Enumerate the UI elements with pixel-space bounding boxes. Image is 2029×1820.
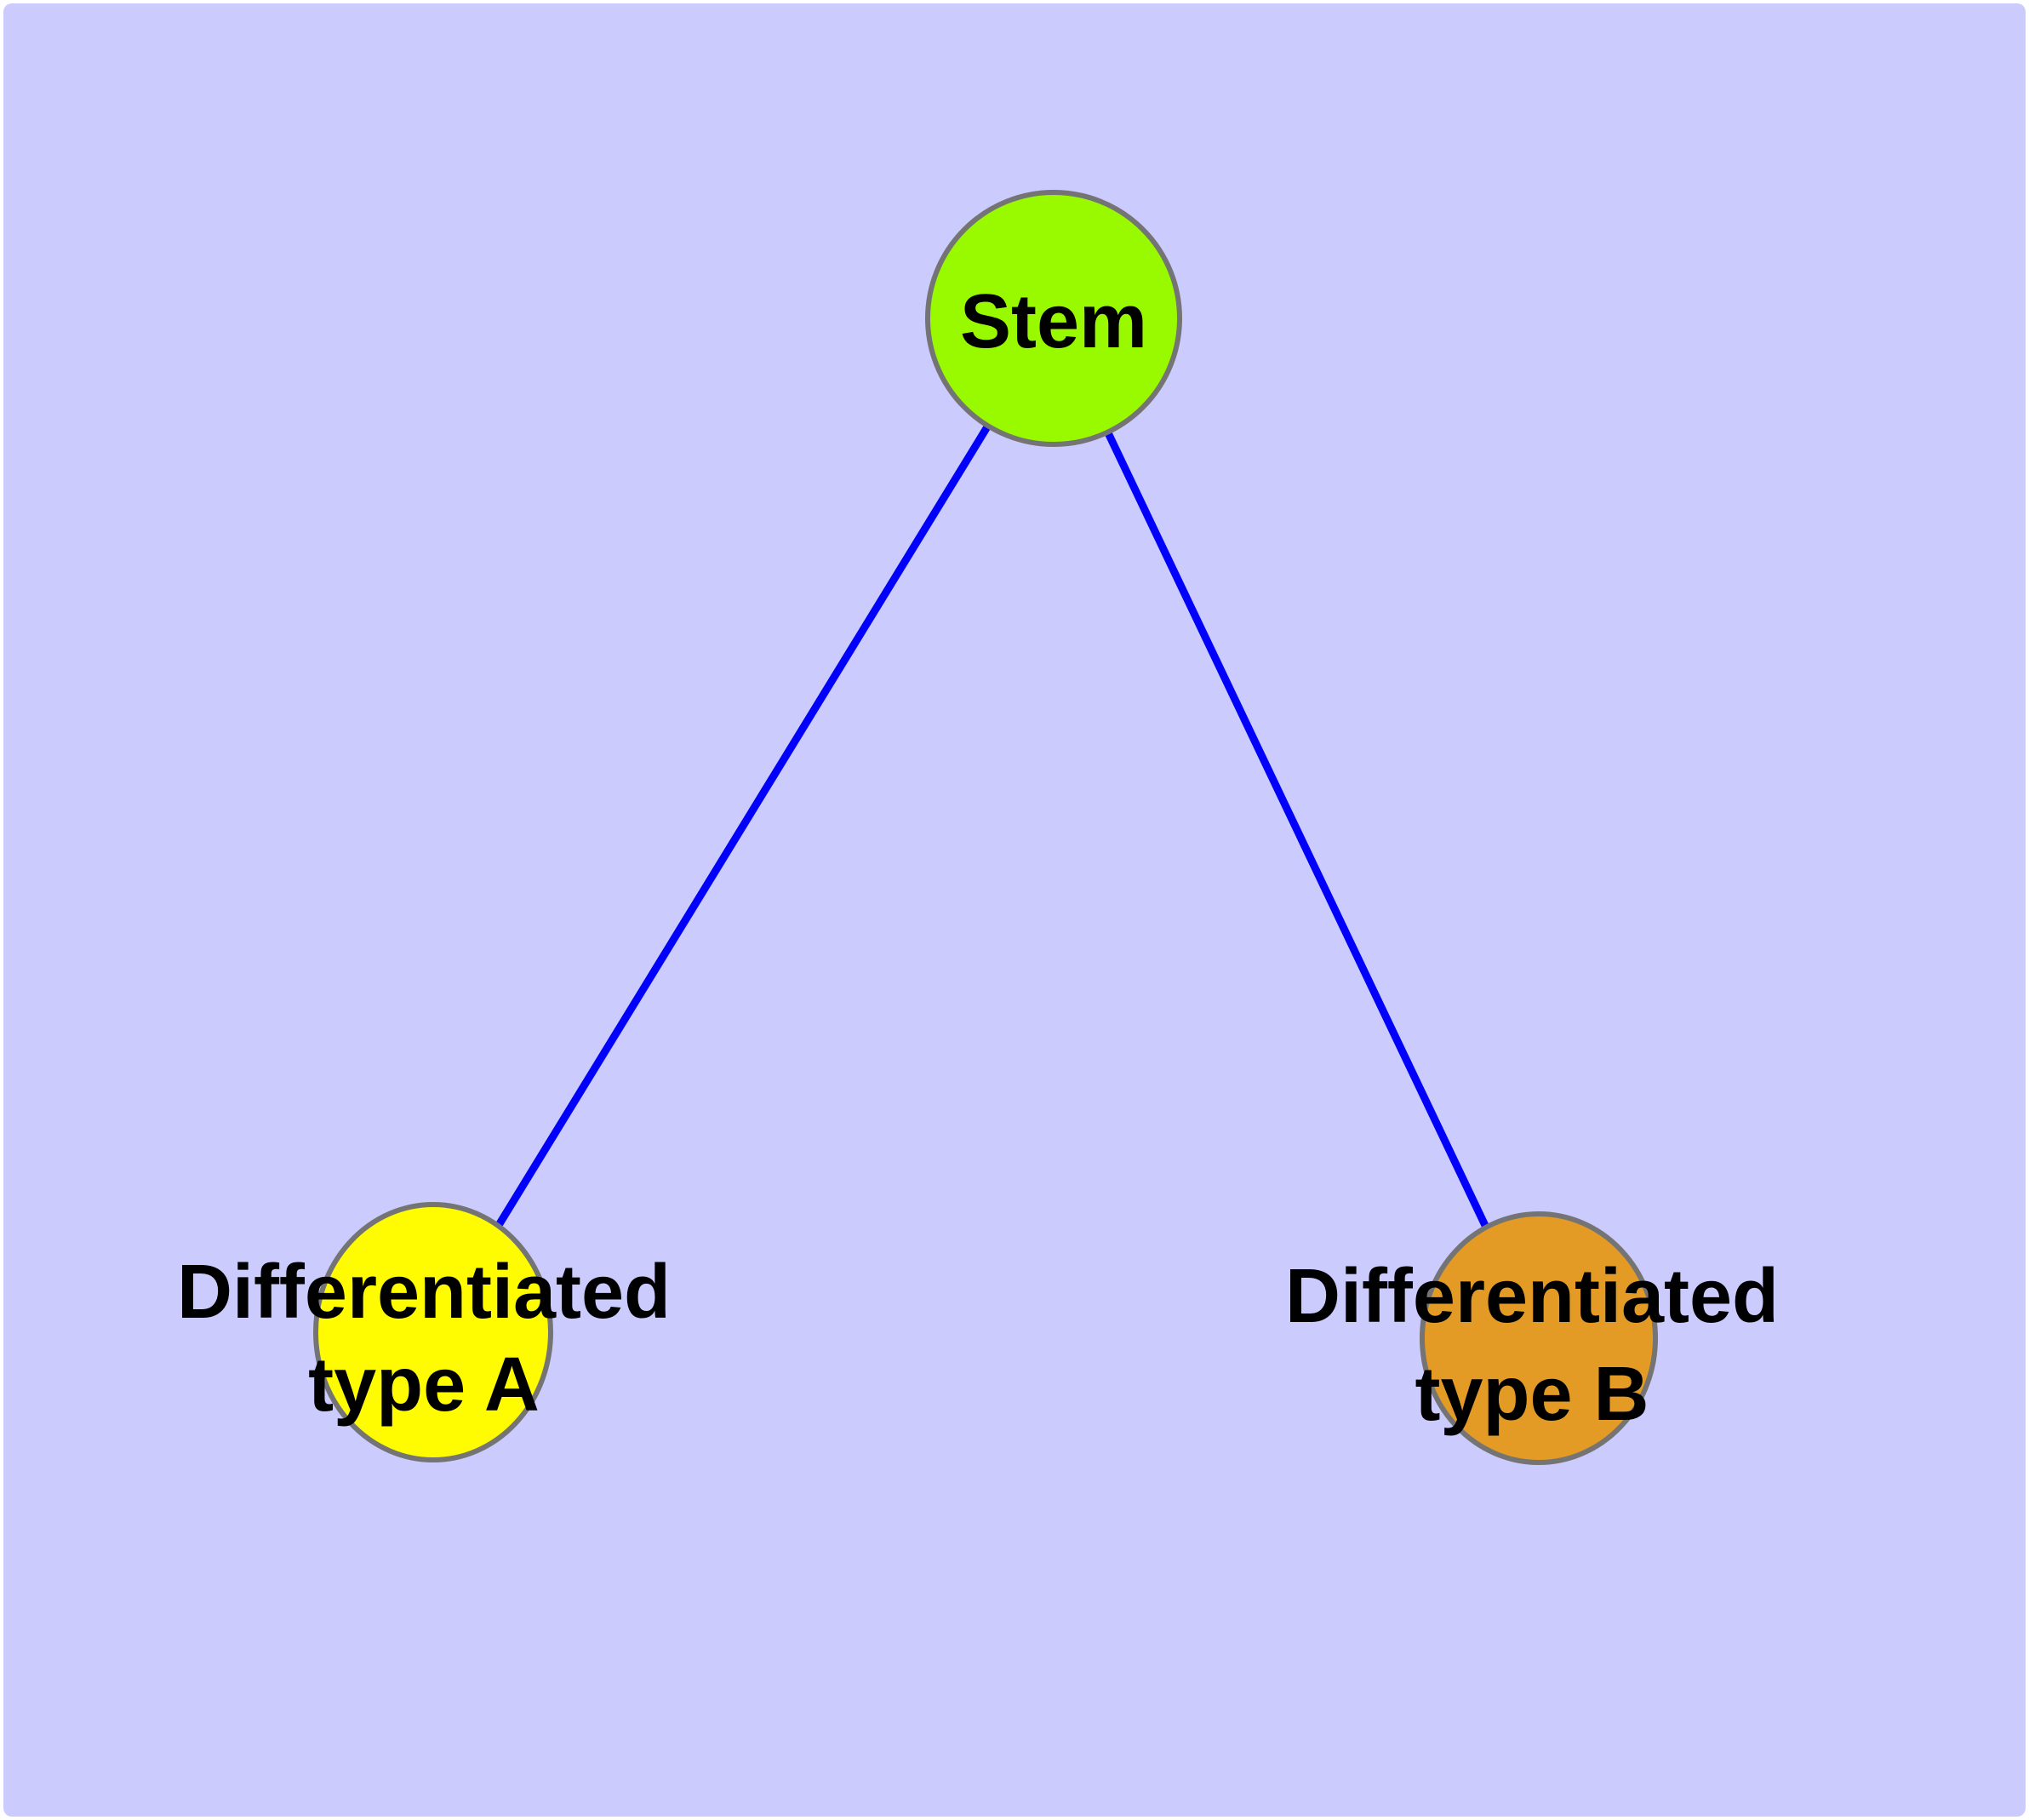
node-stem bbox=[925, 190, 1182, 447]
edge-stem-to-type-b bbox=[1049, 317, 1543, 1340]
node-type-b-label-line2: type B bbox=[1415, 1352, 1649, 1437]
node-type-b-label-line1: Differentiated bbox=[1285, 1254, 1779, 1339]
edge-stem-to-type-a bbox=[430, 316, 1057, 1335]
node-type-a-label-line2: type A bbox=[308, 1342, 540, 1428]
node-differentiated-type-b bbox=[1420, 1211, 1658, 1465]
node-type-a-label-line1: Differentiated bbox=[177, 1250, 671, 1335]
node-stem-label: Stem bbox=[960, 279, 1147, 364]
node-differentiated-type-a bbox=[313, 1202, 553, 1462]
